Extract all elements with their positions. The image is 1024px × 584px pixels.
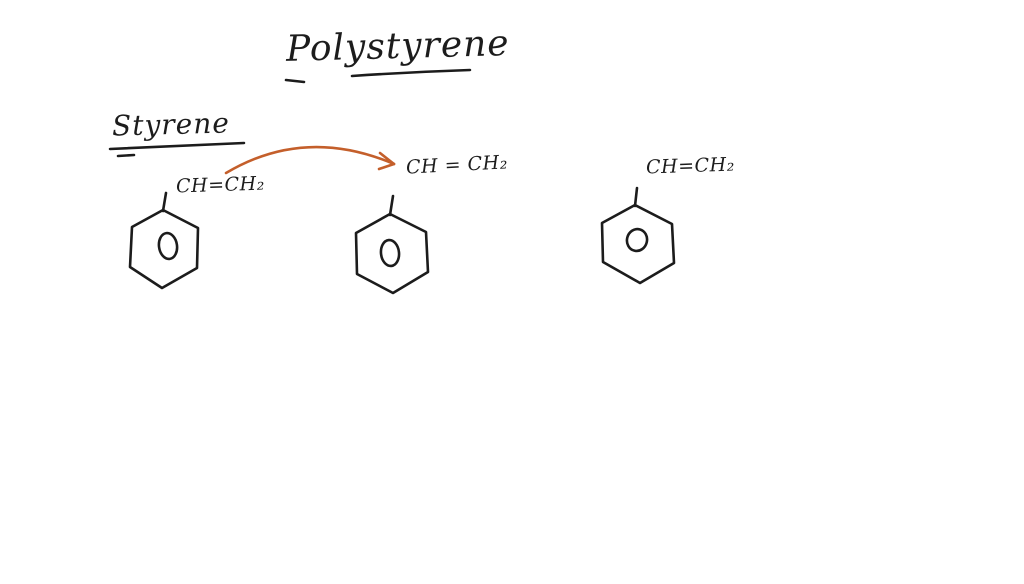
styrene-underline (108, 141, 246, 151)
vinyl-group-label-1: CH=CH₂ (175, 172, 266, 198)
benzene-ring-1 (128, 208, 200, 290)
benzene-ring-2 (354, 212, 430, 295)
aromatic-circle-3 (625, 227, 649, 253)
styrene-underline-tick (116, 153, 136, 158)
aromatic-circle-2 (379, 238, 401, 268)
reaction-arrowhead-upper (378, 151, 396, 166)
benzene-ring-3 (600, 203, 676, 285)
reaction-arrow (224, 145, 396, 175)
vinyl-group-label-3: CH=CH₂ (645, 153, 736, 179)
reactant-label: Styrene (111, 106, 231, 143)
reaction-arrow-shaft (224, 145, 396, 175)
title-underline-short (284, 78, 306, 84)
bond-line-1 (161, 191, 168, 213)
bond-line-2 (388, 194, 395, 217)
aromatic-circle-1 (157, 231, 179, 261)
page-title: Polystyrene (285, 23, 511, 70)
title-underline-long (350, 68, 472, 78)
ink-strokes (108, 68, 676, 295)
bond-line-3 (633, 186, 639, 208)
reaction-arrowhead-lower (377, 162, 396, 171)
